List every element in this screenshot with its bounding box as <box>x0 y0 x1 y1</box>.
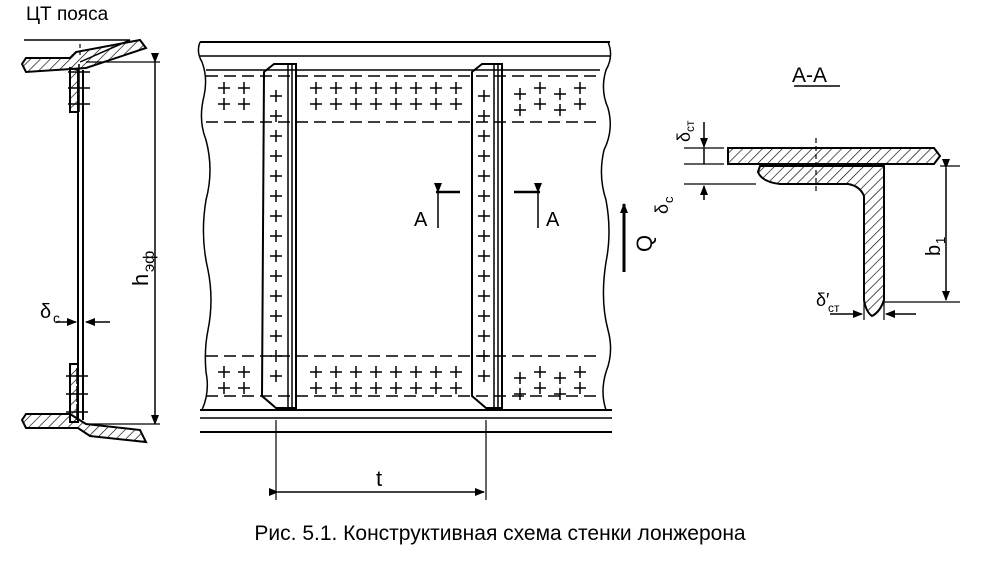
upper-chord-angle <box>69 66 79 113</box>
web-thickness-label-sub: c <box>53 310 60 326</box>
stiffener-thickness-label-sub: ст <box>683 120 697 132</box>
stiffener-leg-thickness-label: δ′ <box>816 290 830 310</box>
top-flange <box>20 38 148 74</box>
lower-rivets <box>66 368 88 420</box>
stiffener-leg-thickness-label-sub: ст <box>828 301 840 315</box>
panel-fasteners <box>218 82 586 400</box>
leg-width-label-sub: 1 <box>933 237 948 244</box>
upper-rivets <box>68 64 90 112</box>
height-label-main: h <box>128 274 153 286</box>
web-thickness-label: δ <box>40 301 51 323</box>
section-aa <box>684 85 960 320</box>
shear-force-label: Q <box>632 235 657 252</box>
bottom-flange <box>20 413 148 444</box>
section-label-left: A <box>414 209 428 231</box>
section-label-right: A <box>546 209 560 231</box>
stiffener-thickness-label: δ <box>674 132 694 142</box>
spar-cross-section <box>20 38 160 444</box>
height-label: h эф <box>128 251 158 286</box>
pitch-label: t <box>376 466 382 491</box>
section-web-thickness-label: δ <box>652 204 672 214</box>
section-web-plate <box>727 147 942 165</box>
height-label-sub: эф <box>141 251 158 272</box>
stiffener-2 <box>471 63 503 409</box>
web-panel-elevation <box>197 41 628 500</box>
stiffener-1 <box>260 63 297 409</box>
leg-width-label: b <box>923 245 945 256</box>
flange-cg-label: ЦТ пояса <box>26 4 109 25</box>
lower-chord-angle <box>69 363 79 423</box>
figure-caption: Рис. 5.1. Конструктивная схема стенки ло… <box>254 522 746 545</box>
section-title: A-A <box>792 64 827 87</box>
section-web-thickness-label-sub: c <box>661 196 676 203</box>
